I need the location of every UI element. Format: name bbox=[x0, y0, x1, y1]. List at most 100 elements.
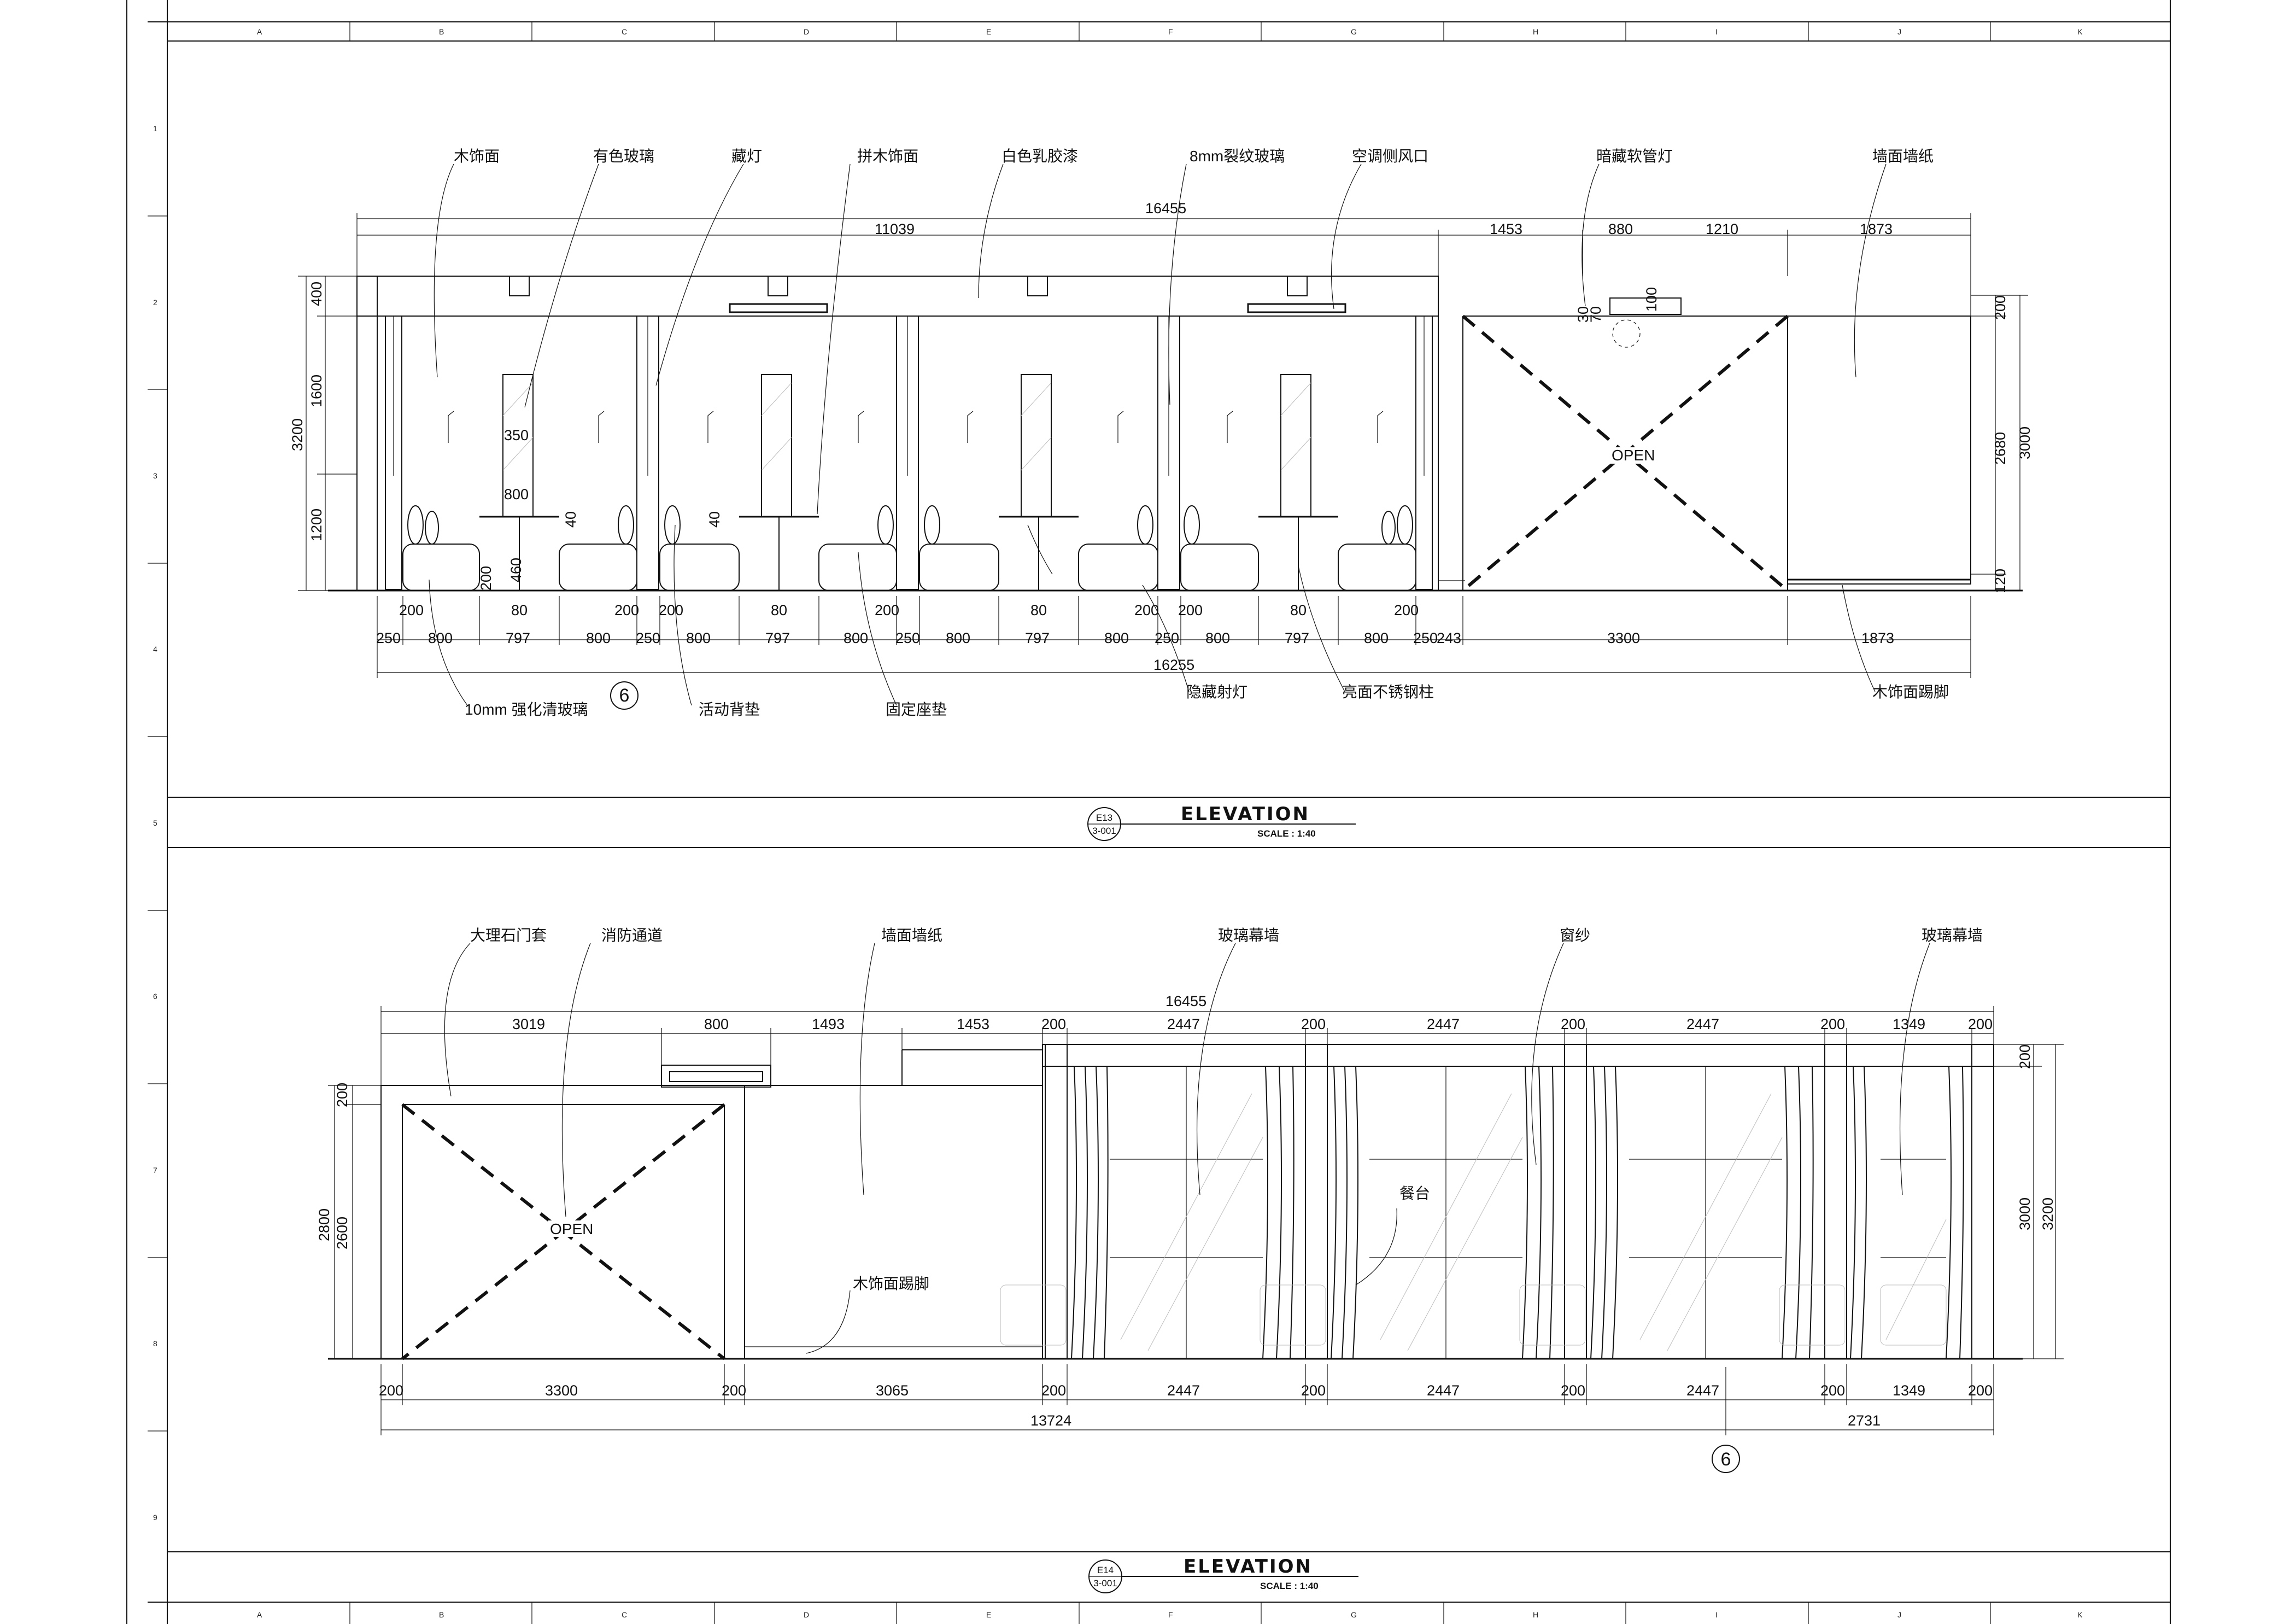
e14-dimensions: 16455 3019 800 1493 1453 200 2447 200 24… bbox=[316, 993, 2056, 1429]
e14-dim-b2447c: 2447 bbox=[1686, 1382, 1719, 1399]
e13-label-parquet: 拼木饰面 bbox=[857, 148, 918, 165]
e13-dim-left-run: 11039 bbox=[875, 221, 915, 237]
e13-dim-total-bottom: 16255 bbox=[1153, 657, 1194, 673]
ac-vent-icon bbox=[729, 303, 828, 313]
grid-col-b: B bbox=[439, 27, 444, 36]
e13-dim-b200c: 200 bbox=[659, 602, 683, 618]
grid-row-6: 6 bbox=[153, 992, 157, 1001]
e13-dim-r200: 200 bbox=[1992, 295, 2008, 320]
e14-dim-b200c: 200 bbox=[1041, 1382, 1066, 1399]
e13-dim-b797c: 797 bbox=[1025, 630, 1050, 646]
grid-ticks-top bbox=[167, 22, 1991, 1624]
e14-label-curtain-wall-2: 玻璃幕墙 bbox=[1922, 927, 1983, 944]
e13-dim-460: 460 bbox=[508, 558, 524, 582]
grid-ticks-left bbox=[148, 215, 167, 1432]
e13-dim-h400: 400 bbox=[308, 282, 325, 306]
e14-dim-1453: 1453 bbox=[957, 1016, 989, 1032]
e14-curtains bbox=[1071, 1066, 1964, 1359]
e13-label-steel-column: 亮面不锈钢柱 bbox=[1342, 684, 1434, 700]
e13-dim-b1873: 1873 bbox=[1861, 630, 1894, 646]
e14-dim-total-2731: 2731 bbox=[1848, 1412, 1881, 1429]
e13-dim-r120: 120 bbox=[1992, 569, 2008, 593]
e13-dim-b80a: 80 bbox=[511, 602, 528, 618]
elevation-e14: OPEN bbox=[316, 927, 2064, 1593]
grid-col-d: D bbox=[804, 27, 809, 36]
e13-dim-b797a: 797 bbox=[506, 630, 530, 646]
e13-dim-b797d: 797 bbox=[1285, 630, 1309, 646]
e13-sofas bbox=[402, 505, 1416, 591]
e13-tag-bottom: 3-001 bbox=[1092, 826, 1116, 836]
e14-dim-b1349: 1349 bbox=[1893, 1382, 1925, 1399]
e13-dim-b800g: 800 bbox=[1205, 630, 1230, 646]
e13-dim-b200b: 200 bbox=[614, 602, 639, 618]
e13-label-spotlight: 隐藏射灯 bbox=[1186, 684, 1247, 700]
e13-dim-1873: 1873 bbox=[1860, 221, 1893, 237]
e13-dim-b800d: 800 bbox=[844, 630, 868, 646]
e13-dim-b250a: 250 bbox=[376, 630, 401, 646]
e13-label-crackle-glass: 8mm裂纹玻璃 bbox=[1190, 148, 1285, 165]
e14-dim-3019: 3019 bbox=[512, 1016, 545, 1032]
e13-dim-100: 100 bbox=[1643, 287, 1660, 312]
e14-dim-r3000: 3000 bbox=[2017, 1197, 2033, 1230]
e14-tag-bottom: 3-001 bbox=[1093, 1578, 1117, 1588]
sheet-frame: A B C D E F G H I J K A B C D E F G H I … bbox=[126, 0, 2171, 1624]
e14-dim-b3300: 3300 bbox=[545, 1382, 578, 1399]
grid-col-h: H bbox=[1533, 27, 1538, 36]
e13-dim-b243: 243 bbox=[1437, 630, 1461, 646]
e14-dim-200b: 200 bbox=[1301, 1016, 1326, 1032]
e13-label-tempered-glass: 10mm 强化清玻璃 bbox=[465, 701, 588, 718]
e13-dim-1453: 1453 bbox=[1490, 221, 1522, 237]
e14-dim-200e: 200 bbox=[1968, 1016, 1993, 1032]
e13-dim-b200f: 200 bbox=[1178, 602, 1203, 618]
e13-label-hidden-light: 藏灯 bbox=[731, 148, 762, 165]
e13-label-hose-light: 暗藏软管灯 bbox=[1596, 148, 1673, 165]
e13-title-block: E13 3-001 ELEVATION SCALE : 1:40 bbox=[1087, 803, 1356, 841]
e13-dim-b80d: 80 bbox=[1290, 602, 1307, 618]
e14-dim-b200b: 200 bbox=[722, 1382, 746, 1399]
e14-curtain-wall bbox=[1042, 1044, 1994, 1359]
e14-label-skirting: 木饰面踢脚 bbox=[853, 1275, 929, 1292]
grid-row-labels: 1 2 3 4 5 6 7 8 9 bbox=[153, 124, 157, 1522]
e13-label-latex-paint: 白色乳胶漆 bbox=[1001, 148, 1078, 165]
e14-dim-l2800: 2800 bbox=[316, 1208, 332, 1241]
e14-dim-1349: 1349 bbox=[1893, 1016, 1925, 1032]
grid-col-k-bottom: K bbox=[2077, 1610, 2083, 1619]
grid-row-7: 7 bbox=[153, 1166, 157, 1175]
e13-dim-880: 880 bbox=[1608, 221, 1633, 237]
e13-dim-b80c: 80 bbox=[1030, 602, 1047, 618]
grid-row-3: 3 bbox=[153, 471, 157, 480]
grid-col-c: C bbox=[622, 27, 627, 36]
grid-col-e: E bbox=[986, 27, 991, 36]
e14-label-dining-table: 餐台 bbox=[1399, 1185, 1430, 1202]
e14-dim-b200a: 200 bbox=[379, 1382, 403, 1399]
e13-label-cushion-movable: 活动背垫 bbox=[699, 701, 760, 718]
e14-dimension-lines bbox=[328, 1006, 2064, 1435]
e14-label-fire-exit: 消防通道 bbox=[601, 927, 663, 944]
e13-dim-b800f: 800 bbox=[1104, 630, 1129, 646]
ac-vent-icon bbox=[1247, 303, 1346, 313]
grid-col-i: I bbox=[1715, 27, 1718, 36]
grid-row-9: 9 bbox=[153, 1513, 157, 1522]
e14-ref-number: 6 bbox=[1721, 1449, 1731, 1470]
grid-col-f-bottom: F bbox=[1168, 1610, 1173, 1619]
e13-wallpaper-panel bbox=[1787, 316, 1971, 585]
e13-partitions bbox=[385, 316, 1433, 590]
e14-title-block: E14 3-001 ELEVATION SCALE : 1:40 bbox=[1088, 1556, 1358, 1593]
e13-label-skirting: 木饰面踢脚 bbox=[1872, 684, 1949, 700]
e14-dim-1493: 1493 bbox=[812, 1016, 845, 1032]
e14-dim-b200f: 200 bbox=[1820, 1382, 1845, 1399]
e13-dim-h1600: 1600 bbox=[308, 375, 325, 407]
e13-dimensions: 16455 11039 1453 880 1210 1873 400 1600 … bbox=[289, 200, 2033, 673]
e14-dim-800: 800 bbox=[704, 1016, 729, 1032]
e14-wallpaper-wall bbox=[744, 1085, 1043, 1359]
e13-dim-h1200: 1200 bbox=[308, 509, 325, 541]
e13-dim-b250c: 250 bbox=[895, 630, 920, 646]
e14-dim-200c: 200 bbox=[1561, 1016, 1585, 1032]
e13-door-open: OPEN bbox=[1438, 276, 1789, 592]
e14-dim-b200d: 200 bbox=[1301, 1382, 1326, 1399]
e13-glass-panels bbox=[502, 374, 1311, 517]
grid-col-a-bottom: A bbox=[257, 1610, 262, 1619]
e14-dim-total-13724: 13724 bbox=[1030, 1412, 1071, 1429]
grid-col-d-bottom: D bbox=[804, 1610, 809, 1619]
e14-dim-200d: 200 bbox=[1820, 1016, 1845, 1032]
